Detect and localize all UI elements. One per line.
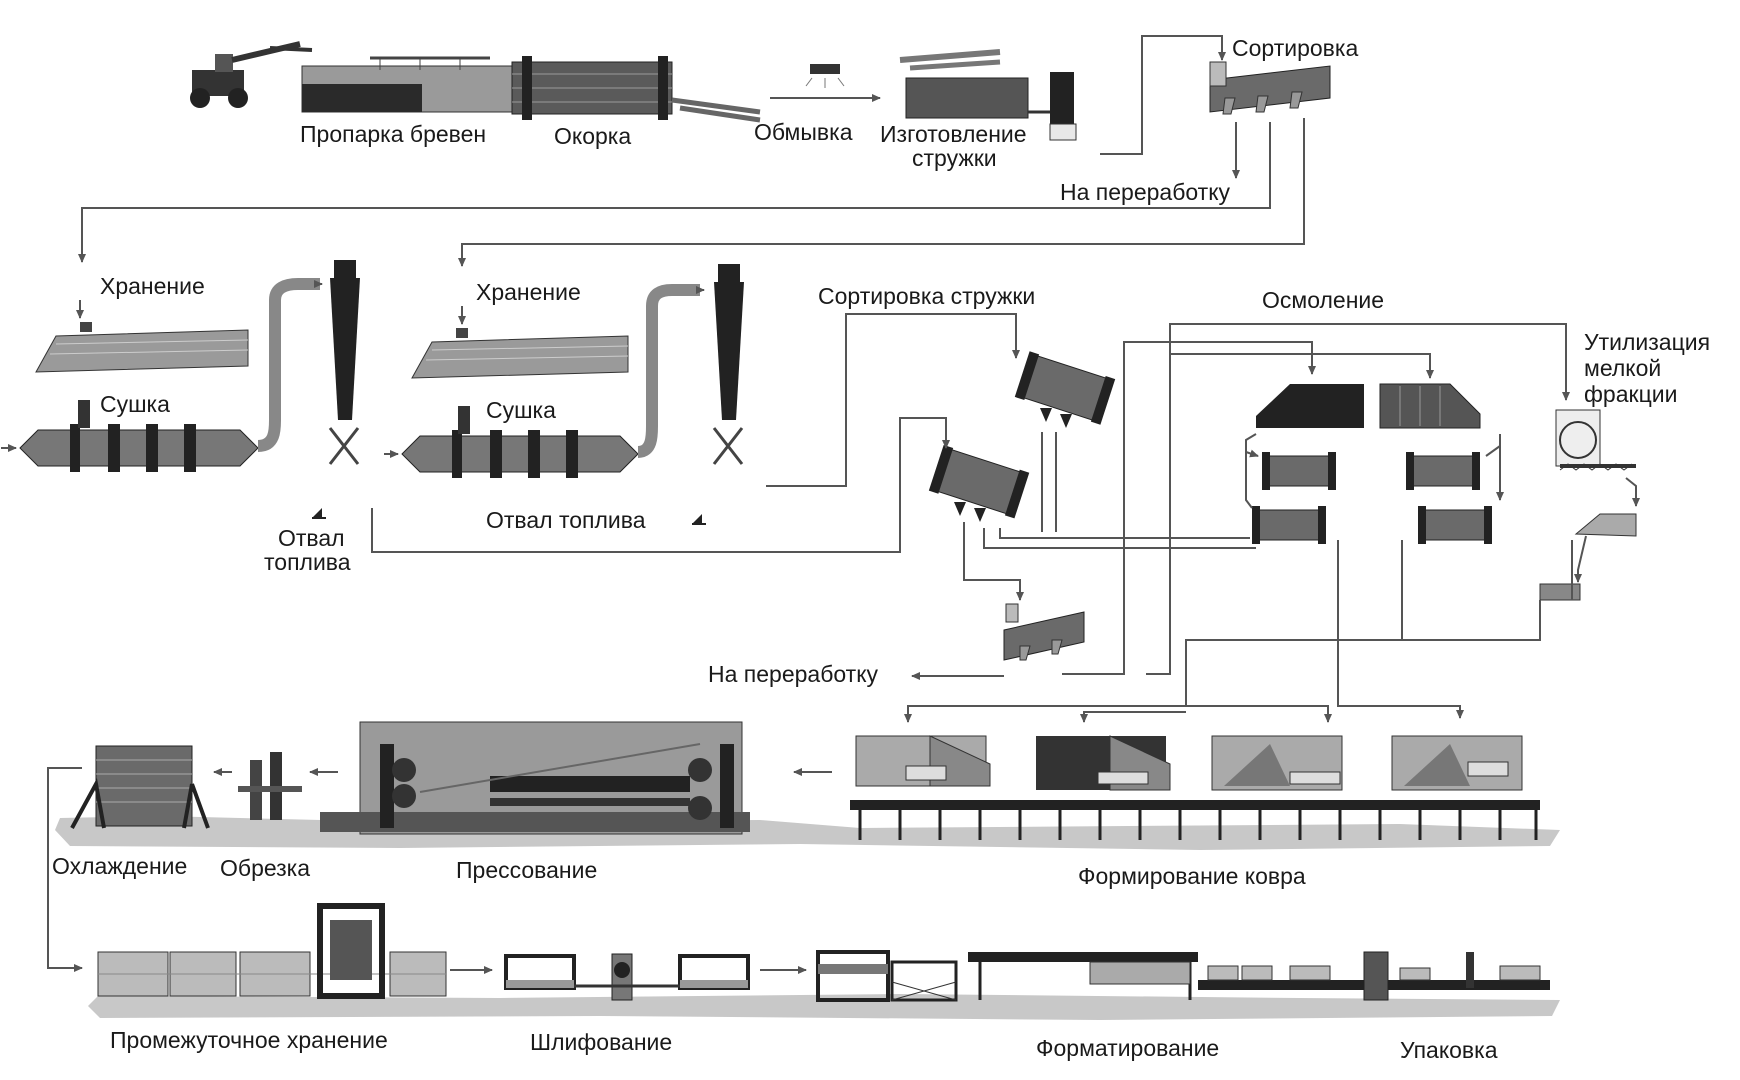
label-fuel-dump-1-line2: топлива xyxy=(264,549,351,575)
label-intermediate-storage: Промежуточное хранение xyxy=(110,1027,388,1053)
label-pressing: Прессование xyxy=(456,857,597,883)
resin-blenders xyxy=(1252,452,1492,544)
label-cooling: Охлаждение xyxy=(52,853,187,879)
label-chip-making-line1: Изготовление xyxy=(880,121,1027,147)
screen-sorter-mid xyxy=(1003,603,1085,661)
packaging-line xyxy=(1198,951,1550,1001)
ground-strip-4 xyxy=(88,994,1560,1020)
chipper-machine xyxy=(899,49,1077,141)
label-drying-1: Сушка xyxy=(100,391,170,417)
hot-press xyxy=(320,721,750,835)
sizing-line xyxy=(816,950,1198,1002)
fuel-dump-markers xyxy=(312,508,706,525)
label-trimming: Обрезка xyxy=(220,855,310,881)
label-storage-1: Хранение xyxy=(100,273,205,299)
label-fines-utilization-line1: Утилизация xyxy=(1584,329,1710,355)
label-drying-2: Сушка xyxy=(486,397,556,423)
label-washing: Обмывка xyxy=(754,119,853,145)
storage-bin-2 xyxy=(411,328,629,379)
cooling-wheel xyxy=(70,745,210,829)
label-chip-sorting: Сортировка стружки xyxy=(818,283,1035,309)
log-steaming-unit xyxy=(301,56,513,113)
label-chip-making-line2: стружки xyxy=(912,145,997,171)
trimming-saw xyxy=(238,752,302,820)
flow-lines-row3 xyxy=(47,767,832,972)
label-log-steaming: Пропарка бревен xyxy=(300,121,486,147)
sanding-line xyxy=(504,953,750,1001)
dryer-drum-2 xyxy=(401,284,700,478)
dryer-drum-1 xyxy=(19,278,320,472)
washing-unit xyxy=(770,64,881,102)
mat-forming-stations xyxy=(850,735,1540,810)
ground-strip-3 xyxy=(55,816,1560,850)
cyclone-1 xyxy=(328,260,360,465)
label-sanding: Шлифование xyxy=(530,1029,672,1055)
label-sizing: Форматирование xyxy=(1036,1035,1219,1061)
cyclone-2 xyxy=(712,264,744,465)
label-packaging: Упаковка xyxy=(1400,1037,1498,1063)
fines-utilization-unit xyxy=(1539,409,1637,601)
label-resination: Осмоление xyxy=(1262,287,1384,313)
label-sorting-top: Сортировка xyxy=(1232,35,1358,61)
debarking-drum xyxy=(511,56,761,123)
label-fuel-dump-1-line1: Отвал xyxy=(278,525,345,551)
screen-sorter-top xyxy=(1209,61,1331,115)
label-to-processing-mid: На переработку xyxy=(708,661,879,687)
resin-bins xyxy=(1256,383,1481,429)
chip-sorting-drums xyxy=(928,351,1116,522)
label-storage-2: Хранение xyxy=(476,279,581,305)
mat-forming-legs xyxy=(858,810,1538,840)
label-fines-utilization-line2: мелкой xyxy=(1584,355,1661,381)
log-loader-tractor xyxy=(190,41,313,108)
label-debarking: Окорка xyxy=(554,123,631,149)
label-to-processing-top: На переработку xyxy=(1060,179,1231,205)
label-fines-utilization-line3: фракции xyxy=(1584,381,1677,407)
intermediate-storage-stacks xyxy=(97,903,447,999)
storage-bin-1 xyxy=(35,322,249,373)
labels: Пропарка бревен Окорка Обмывка Изготовле… xyxy=(52,35,1710,1063)
label-fuel-dump-2: Отвал топлива xyxy=(486,507,646,533)
flow-lines xyxy=(1,35,1640,723)
label-mat-forming: Формирование ковра xyxy=(1078,863,1306,889)
